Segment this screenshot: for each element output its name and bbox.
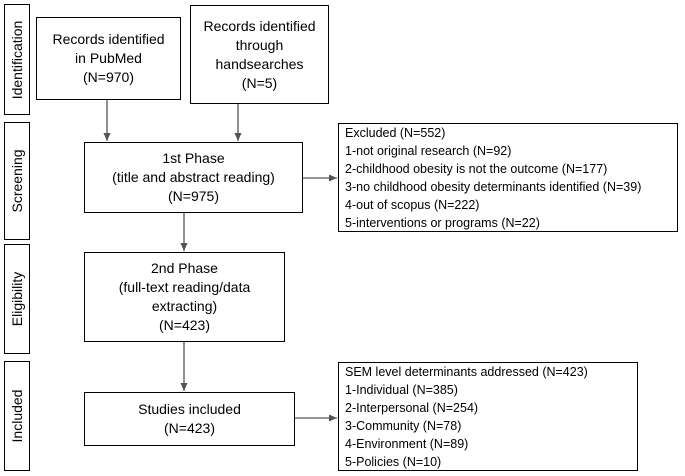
included-line1: Studies included <box>138 401 241 417</box>
box-included: Studies included (N=423) <box>84 392 295 446</box>
sem-item: 1-Individual (N=385) <box>345 382 458 397</box>
phase1-count: (N=975) <box>168 188 219 204</box>
box-pubmed: Records identified in PubMed (N=970) <box>36 17 181 100</box>
box-phase2: 2nd Phase (full-text reading/data extrac… <box>84 252 285 342</box>
excluded-item: 5-interventions or programs (N=22) <box>345 215 540 230</box>
pubmed-count: (N=970) <box>83 69 134 85</box>
excluded-item: 3-no childhood obesity determinants iden… <box>345 179 642 194</box>
phase2-line1: 2nd Phase <box>151 260 218 276</box>
stage-screening: Screening <box>4 122 30 240</box>
stage-identification: Identification <box>4 4 30 115</box>
phase2-line3: extracting) <box>151 298 218 314</box>
sem-item: 5-Policies (N=10) <box>345 454 442 469</box>
excluded-item: 2-childhood obesity is not the outcome (… <box>345 161 608 176</box>
sem-item: 2-Interpersonal (N=254) <box>345 400 479 415</box>
handsearch-line2: through <box>235 36 284 53</box>
sem-item: 3-Community (N=78) <box>345 418 462 433</box>
sem-item: 4-Environment (N=89) <box>345 436 469 451</box>
excluded-title: Excluded (N=552) <box>345 125 446 140</box>
box-excluded: Excluded (N=552) 1-not original research… <box>338 123 678 232</box>
excluded-item: 4-out of scopus (N=222) <box>345 197 480 212</box>
pubmed-line1: Records identified <box>52 31 165 47</box>
included-count: (N=423) <box>164 420 215 436</box>
sem-title: SEM level determinants addressed (N=423) <box>345 364 588 379</box>
handsearch-line1: Records identified <box>203 17 316 34</box>
box-phase1: 1st Phase (title and abstract reading) (… <box>84 142 303 213</box>
box-sem-levels: SEM level determinants addressed (N=423)… <box>338 362 638 471</box>
stage-eligibility: Eligibility <box>4 244 30 354</box>
phase1-line2: (title and abstract reading) <box>112 169 275 185</box>
phase2-line2: (full-text reading/data <box>118 279 251 295</box>
pubmed-line2: in PubMed <box>75 50 142 66</box>
stage-included: Included <box>4 361 30 471</box>
phase1-line1: 1st Phase <box>162 150 225 166</box>
handsearch-count: (N=5) <box>241 74 278 91</box>
handsearch-line3: handsearches <box>215 55 304 72</box>
excluded-item: 1-not original research (N=92) <box>345 143 512 158</box>
phase2-count: (N=423) <box>159 317 210 333</box>
box-handsearch: Records identified through handsearches … <box>190 5 329 104</box>
